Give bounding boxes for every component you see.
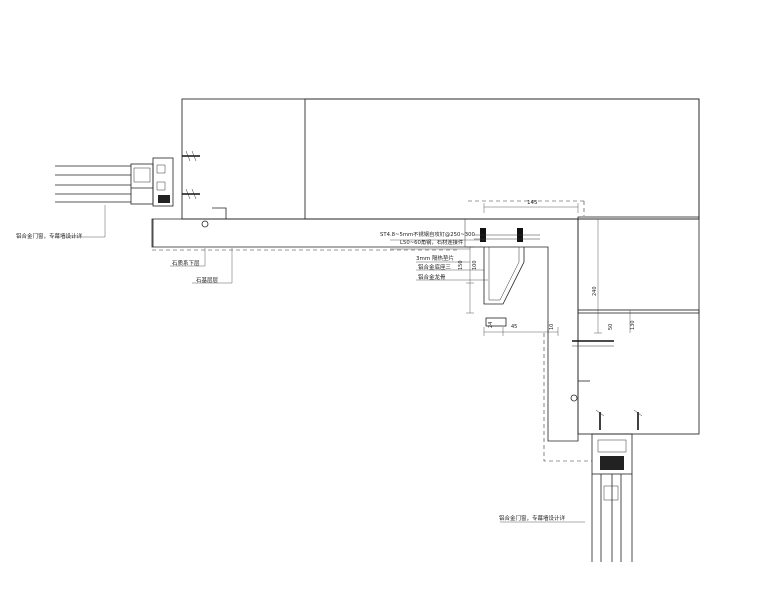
cladding-dashed-outline xyxy=(152,200,592,462)
dim-v-left-b: 150 xyxy=(458,260,464,270)
window-frame-left xyxy=(55,157,174,207)
window-frame-bottom xyxy=(591,433,633,562)
anchor-bolts-left xyxy=(182,150,227,228)
insulation-band xyxy=(151,218,579,442)
dim-bottom-left: 24 xyxy=(488,322,494,328)
dimension-lines xyxy=(466,203,631,336)
anchor-bolts-right xyxy=(570,340,643,430)
dim-right-upper: 50 xyxy=(608,324,614,330)
dimension-values: 145 100 150 24 45 240 10 130 50 xyxy=(458,200,636,330)
dim-v-left-a: 100 xyxy=(472,260,478,270)
annotation-labels: 铝合金门窗，专幕墙设计详 石质系下层 石基层层 ST4.8~5mm不锈钢自攻钉@… xyxy=(16,230,566,522)
label-stone-panel: 石质系下层 xyxy=(172,259,200,267)
dim-right-main: 240 xyxy=(592,286,598,296)
dim-bottom-mid: 45 xyxy=(511,324,517,330)
label-anchor-long: ST4.8~5mm不锈钢自攻钉@250~300 xyxy=(380,230,476,238)
leader-lines xyxy=(65,205,585,523)
dim-top-width: 145 xyxy=(527,200,538,206)
label-window-left: 铝合金门窗，专幕墙设计详 xyxy=(16,232,83,240)
aluminium-bracket xyxy=(474,228,540,327)
label-insulation-strip: 3mm 隔热垫片 xyxy=(416,254,454,262)
label-bracket-3: 铝合金底座三 xyxy=(418,263,452,271)
label-window-bottom: 铝合金门窗，专幕墙设计详 xyxy=(499,514,566,522)
label-bracket-keel: 铝合金龙骨 xyxy=(418,273,446,281)
label-anchor-short: L50~60角钢，石材连接件 xyxy=(400,238,464,246)
dim-right-lower: 130 xyxy=(630,320,636,330)
label-stone-base: 石基层层 xyxy=(196,276,219,284)
dim-right-small: 10 xyxy=(549,324,555,330)
